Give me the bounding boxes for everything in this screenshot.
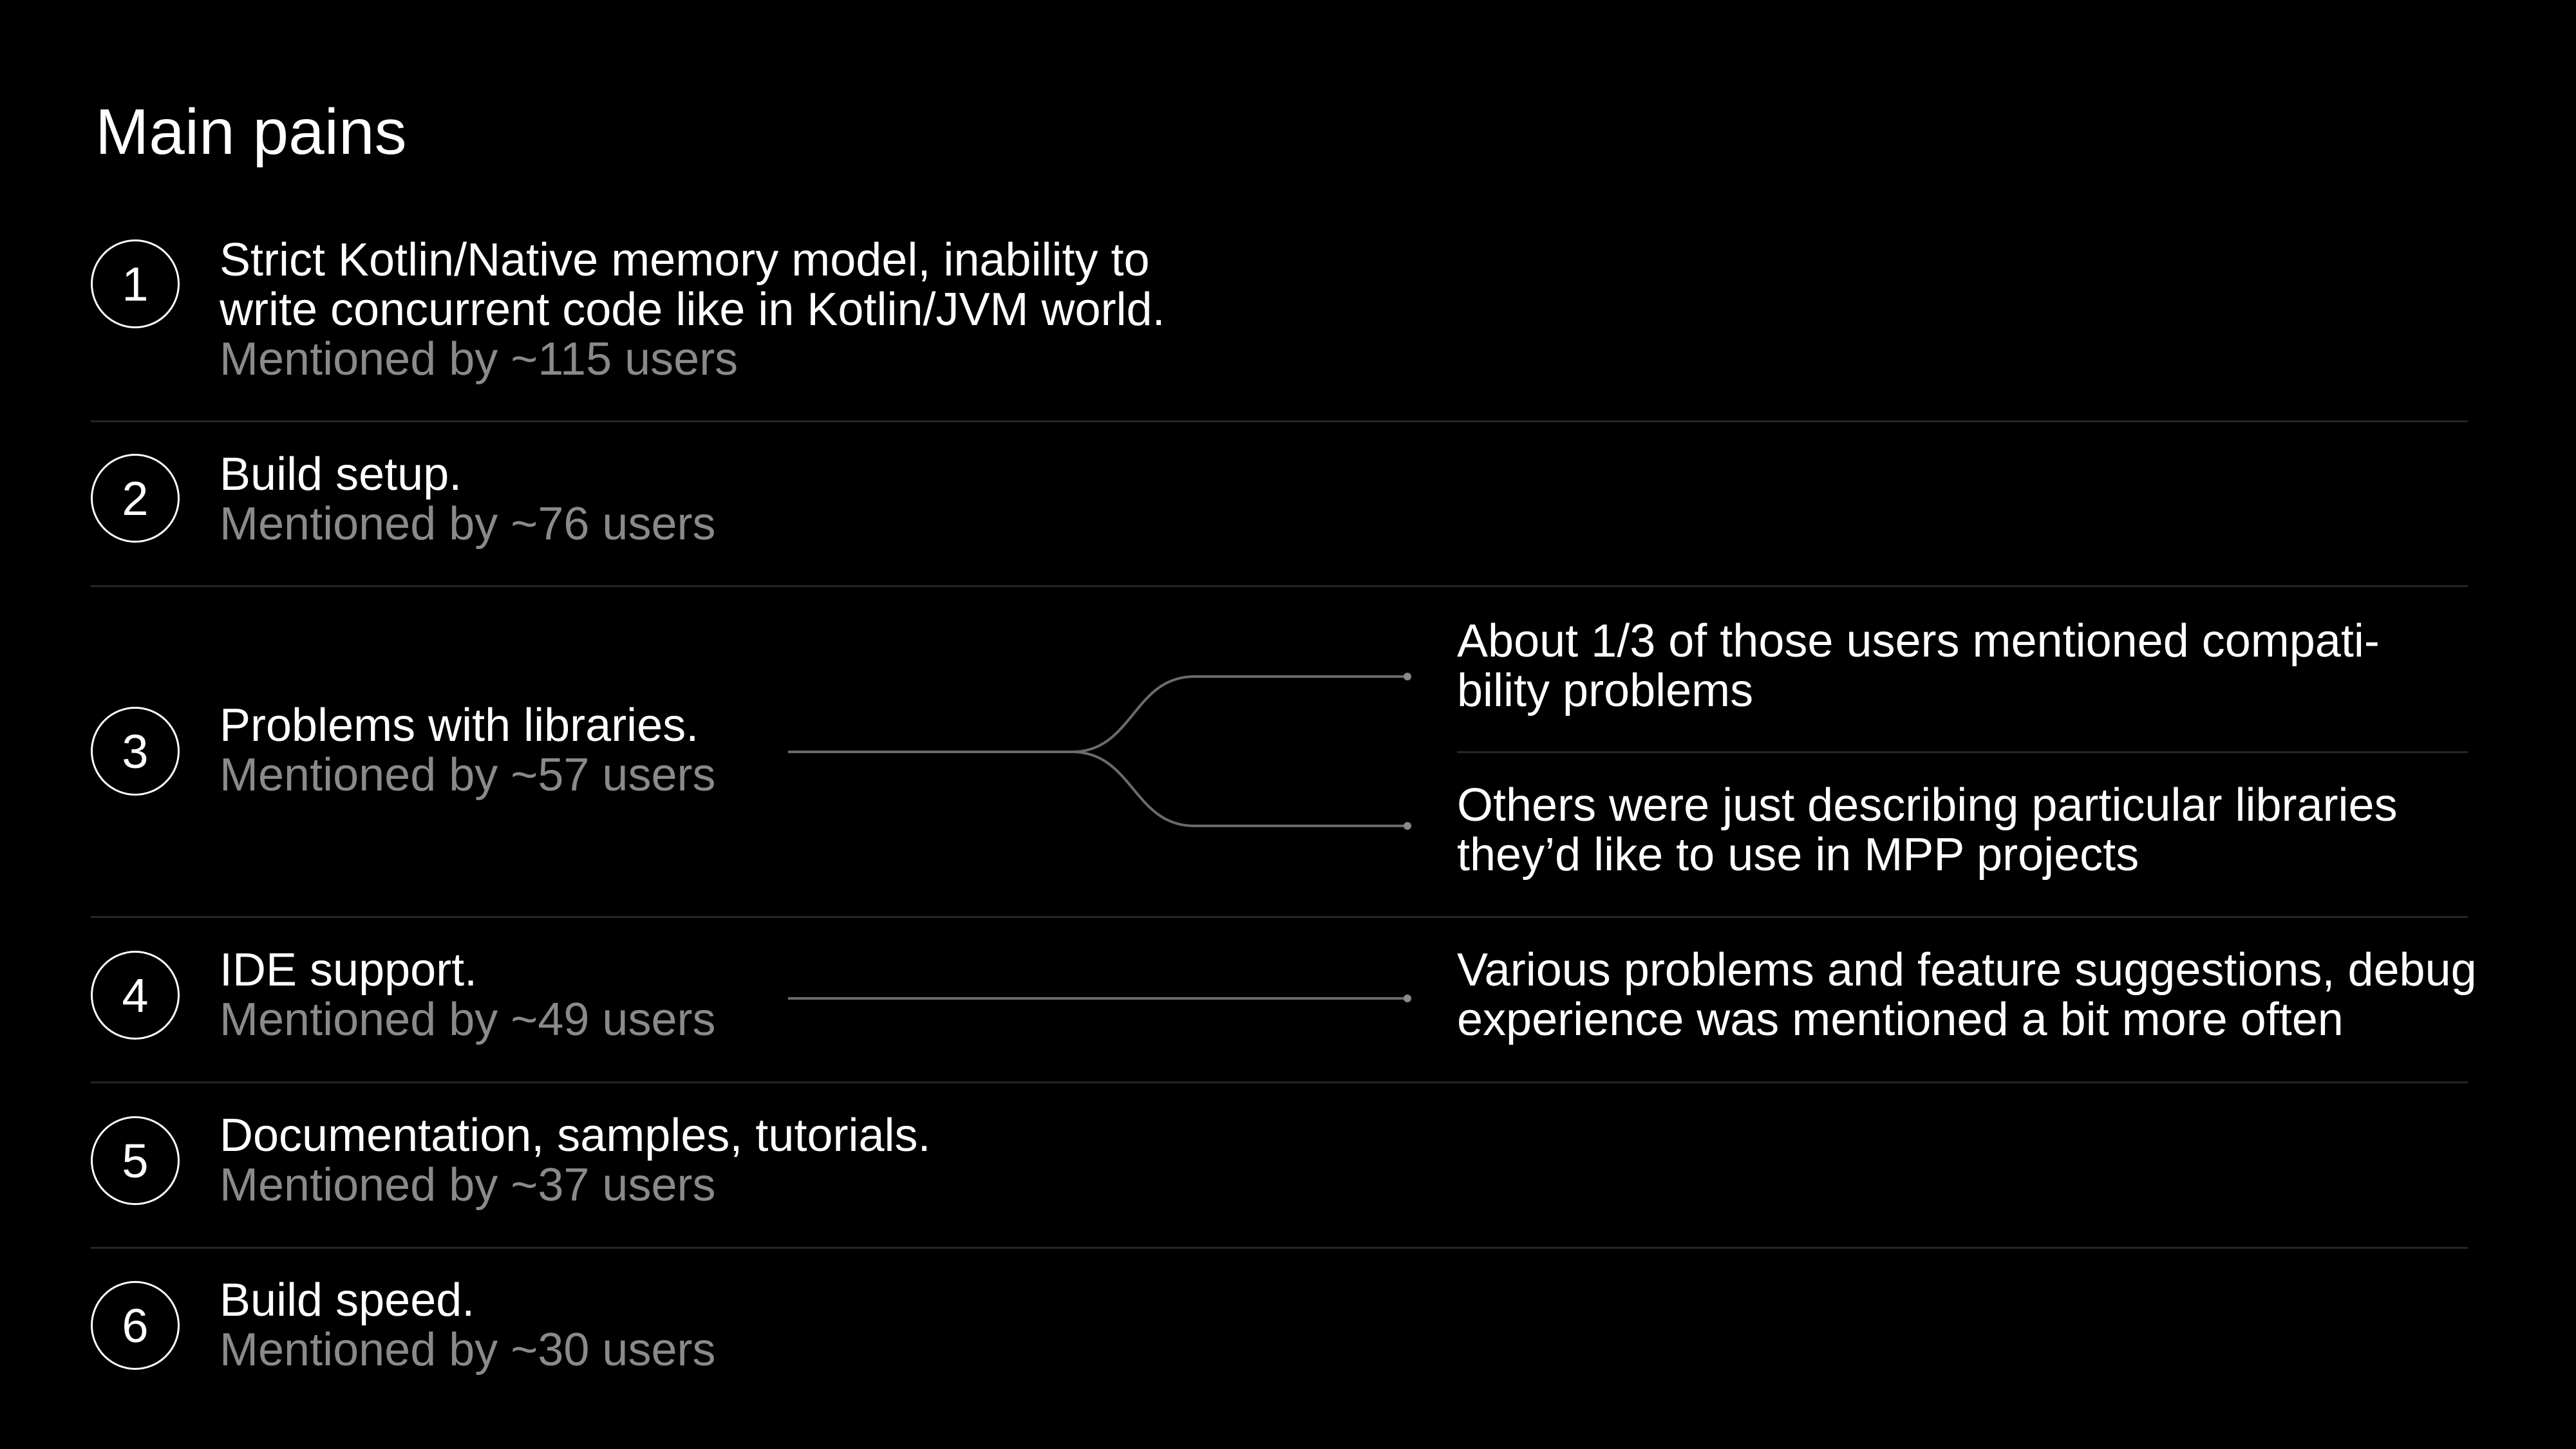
pain-mentions: Mentioned by ~115 users xyxy=(220,333,738,385)
pain-number-badge: 2 xyxy=(91,454,180,543)
row-divider xyxy=(91,1081,2468,1083)
pain-title-line: Documentation, samples, tutorials. xyxy=(220,1110,931,1161)
pain-title-line: Strict Kotlin/Native memory model, inabi… xyxy=(220,234,1150,286)
pain-number-badge: 6 xyxy=(91,1281,180,1370)
pain-number-badge: 5 xyxy=(91,1116,180,1205)
connector-dot xyxy=(1404,673,1411,680)
connector-line-libraries-describe xyxy=(1071,751,1407,827)
pain-title-line: IDE support. xyxy=(220,944,478,996)
note-line: Various problems and feature suggestions… xyxy=(1457,944,2477,996)
row-divider xyxy=(91,585,2468,587)
note-line: Others were just describing particular l… xyxy=(1457,780,2398,831)
note-line: About 1/3 of those users mentioned compa… xyxy=(1457,615,2380,667)
pain-title-line: Problems with libraries. xyxy=(220,700,699,751)
pain-number-badge: 4 xyxy=(91,951,180,1040)
pain-text: Problems with libraries. Mentioned by ~5… xyxy=(220,701,715,800)
pain-text: IDE support. Mentioned by ~49 users xyxy=(220,946,715,1045)
note-line: they’d like to use in MPP projects xyxy=(1457,829,2139,881)
pain-title-line: write concurrent code like in Kotlin/JVM… xyxy=(220,284,1165,335)
pain-title-line: Build speed. xyxy=(220,1275,475,1326)
connector-line-libraries-compat xyxy=(788,675,1407,753)
pain-mentions: Mentioned by ~57 users xyxy=(220,749,716,801)
pain-text: Build setup. Mentioned by ~76 users xyxy=(220,450,715,549)
pain-number-badge: 1 xyxy=(91,239,180,328)
row-divider xyxy=(91,916,2468,918)
note-divider xyxy=(1457,751,2468,753)
pain-note: About 1/3 of those users mentioned compa… xyxy=(1457,617,2380,716)
pain-note: Various problems and feature suggestions… xyxy=(1457,946,2477,1045)
row-divider xyxy=(91,1247,2468,1249)
pain-mentions: Mentioned by ~49 users xyxy=(220,994,716,1045)
pain-text: Documentation, samples, tutorials. Menti… xyxy=(220,1111,931,1210)
pain-title-line: Build setup. xyxy=(220,449,462,500)
pain-number-badge: 3 xyxy=(91,707,180,796)
connector-dot xyxy=(1404,995,1411,1002)
pain-text: Build speed. Mentioned by ~30 users xyxy=(220,1276,715,1375)
page-title: Main pains xyxy=(95,96,407,168)
pain-note: Others were just describing particular l… xyxy=(1457,781,2398,880)
connector-dot xyxy=(1404,822,1411,830)
pain-mentions: Mentioned by ~37 users xyxy=(220,1159,716,1211)
row-divider xyxy=(91,420,2468,422)
pain-mentions: Mentioned by ~30 users xyxy=(220,1324,716,1376)
pain-text: Strict Kotlin/Native memory model, inabi… xyxy=(220,236,1165,384)
pain-mentions: Mentioned by ~76 users xyxy=(220,498,716,550)
note-line: bility problems xyxy=(1457,665,1754,716)
note-line: experience was mentioned a bit more ofte… xyxy=(1457,994,2344,1045)
